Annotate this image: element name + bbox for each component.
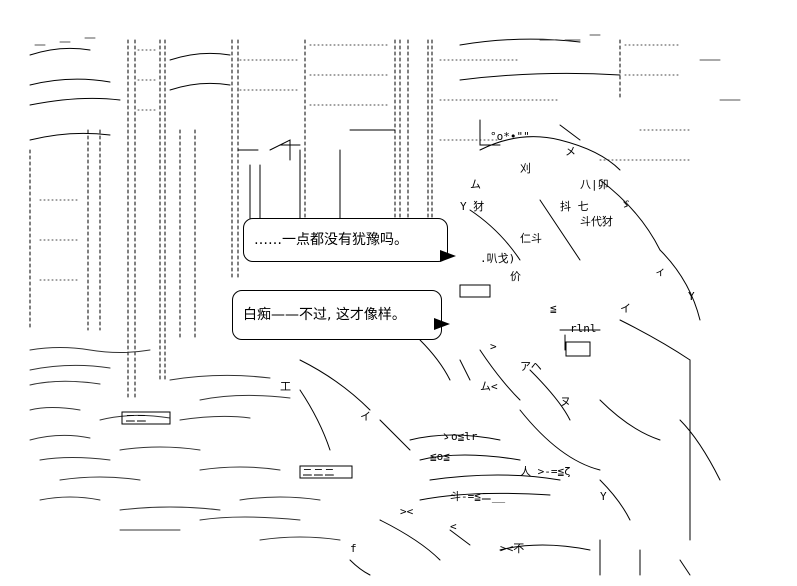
svg-text:f: f bbox=[350, 542, 357, 555]
ground-waves bbox=[29, 347, 341, 541]
svg-text:.叭戈): .叭戈) bbox=[480, 252, 515, 265]
svg-text:イ: イ bbox=[620, 302, 631, 315]
svg-text:仁斗: 仁斗 bbox=[520, 232, 542, 245]
svg-text:斗代犲: 斗代犲 bbox=[580, 214, 613, 228]
rooftops bbox=[29, 38, 621, 146]
svg-text:<: < bbox=[450, 520, 457, 533]
svg-text:价: 价 bbox=[510, 270, 521, 283]
svg-text:Y: Y bbox=[600, 490, 607, 503]
svg-text:>: > bbox=[490, 340, 497, 353]
svg-text:斗-=≦ニ__: 斗-=≦ニ__ bbox=[450, 490, 505, 503]
window-frames bbox=[237, 119, 581, 231]
character-figure bbox=[299, 136, 721, 576]
svg-text:抖 七: 抖 七 bbox=[560, 199, 589, 213]
svg-text:アヘ: アヘ bbox=[520, 360, 542, 373]
svg-text:><不: ><不 bbox=[500, 542, 524, 555]
building-columns bbox=[29, 39, 621, 401]
dialogue-line-1: ……一点都没有犹豫吗。 bbox=[254, 232, 408, 248]
svg-text:イ: イ bbox=[360, 410, 371, 423]
svg-text:八|卯: 八|卯 bbox=[580, 178, 609, 191]
svg-text:Y: Y bbox=[688, 290, 695, 303]
small-boxes bbox=[121, 284, 591, 479]
svg-text:人 >-=≦ζ: 人 >-=≦ζ bbox=[520, 465, 571, 478]
svg-text:≦: ≦ bbox=[550, 302, 557, 315]
svg-text:rlnl: rlnl bbox=[570, 322, 597, 335]
svg-text:ヌ: ヌ bbox=[560, 395, 571, 408]
svg-text:工: 工 bbox=[280, 380, 291, 393]
svg-text:ム: ム bbox=[470, 178, 481, 191]
svg-text:ィ: ィ bbox=[655, 265, 666, 278]
svg-text:ゝo≦lr: ゝo≦lr bbox=[440, 430, 478, 443]
svg-text:ム<: ム< bbox=[480, 380, 498, 393]
svg-text:°o*•"": °o*•"" bbox=[490, 130, 530, 143]
svg-text:Y 犲: Y 犲 bbox=[460, 199, 484, 213]
svg-text:刈: 刈 bbox=[520, 162, 531, 175]
sky-dashes bbox=[34, 34, 741, 101]
speech-bubble-bottom-tail bbox=[434, 318, 450, 330]
svg-text:><: >< bbox=[400, 505, 414, 518]
speech-bubble-top-tail bbox=[440, 250, 456, 262]
dotted-facades bbox=[39, 44, 691, 281]
svg-text:ニニ: ニニ bbox=[125, 412, 147, 425]
speech-bubble-top: ……一点都没有犹豫吗。 bbox=[243, 218, 448, 262]
svg-text:メ: メ bbox=[565, 145, 576, 158]
svg-text:ゞ: ゞ bbox=[620, 198, 631, 211]
speech-bubble-bottom: 白痴——不过, 这才像样。 bbox=[232, 290, 442, 340]
svg-text:≦o≦: ≦o≦ bbox=[430, 450, 450, 463]
svg-text:ニニニ: ニニニ bbox=[302, 466, 335, 479]
ascii-glyphs: °o*•"" メ 刈 ム 八|卯 Y 犲 抖 七 ゞ 斗代犲 仁斗 .叭戈) 价… bbox=[125, 130, 695, 555]
dialogue-line-2: 白痴——不过, 这才像样。 bbox=[243, 307, 406, 323]
